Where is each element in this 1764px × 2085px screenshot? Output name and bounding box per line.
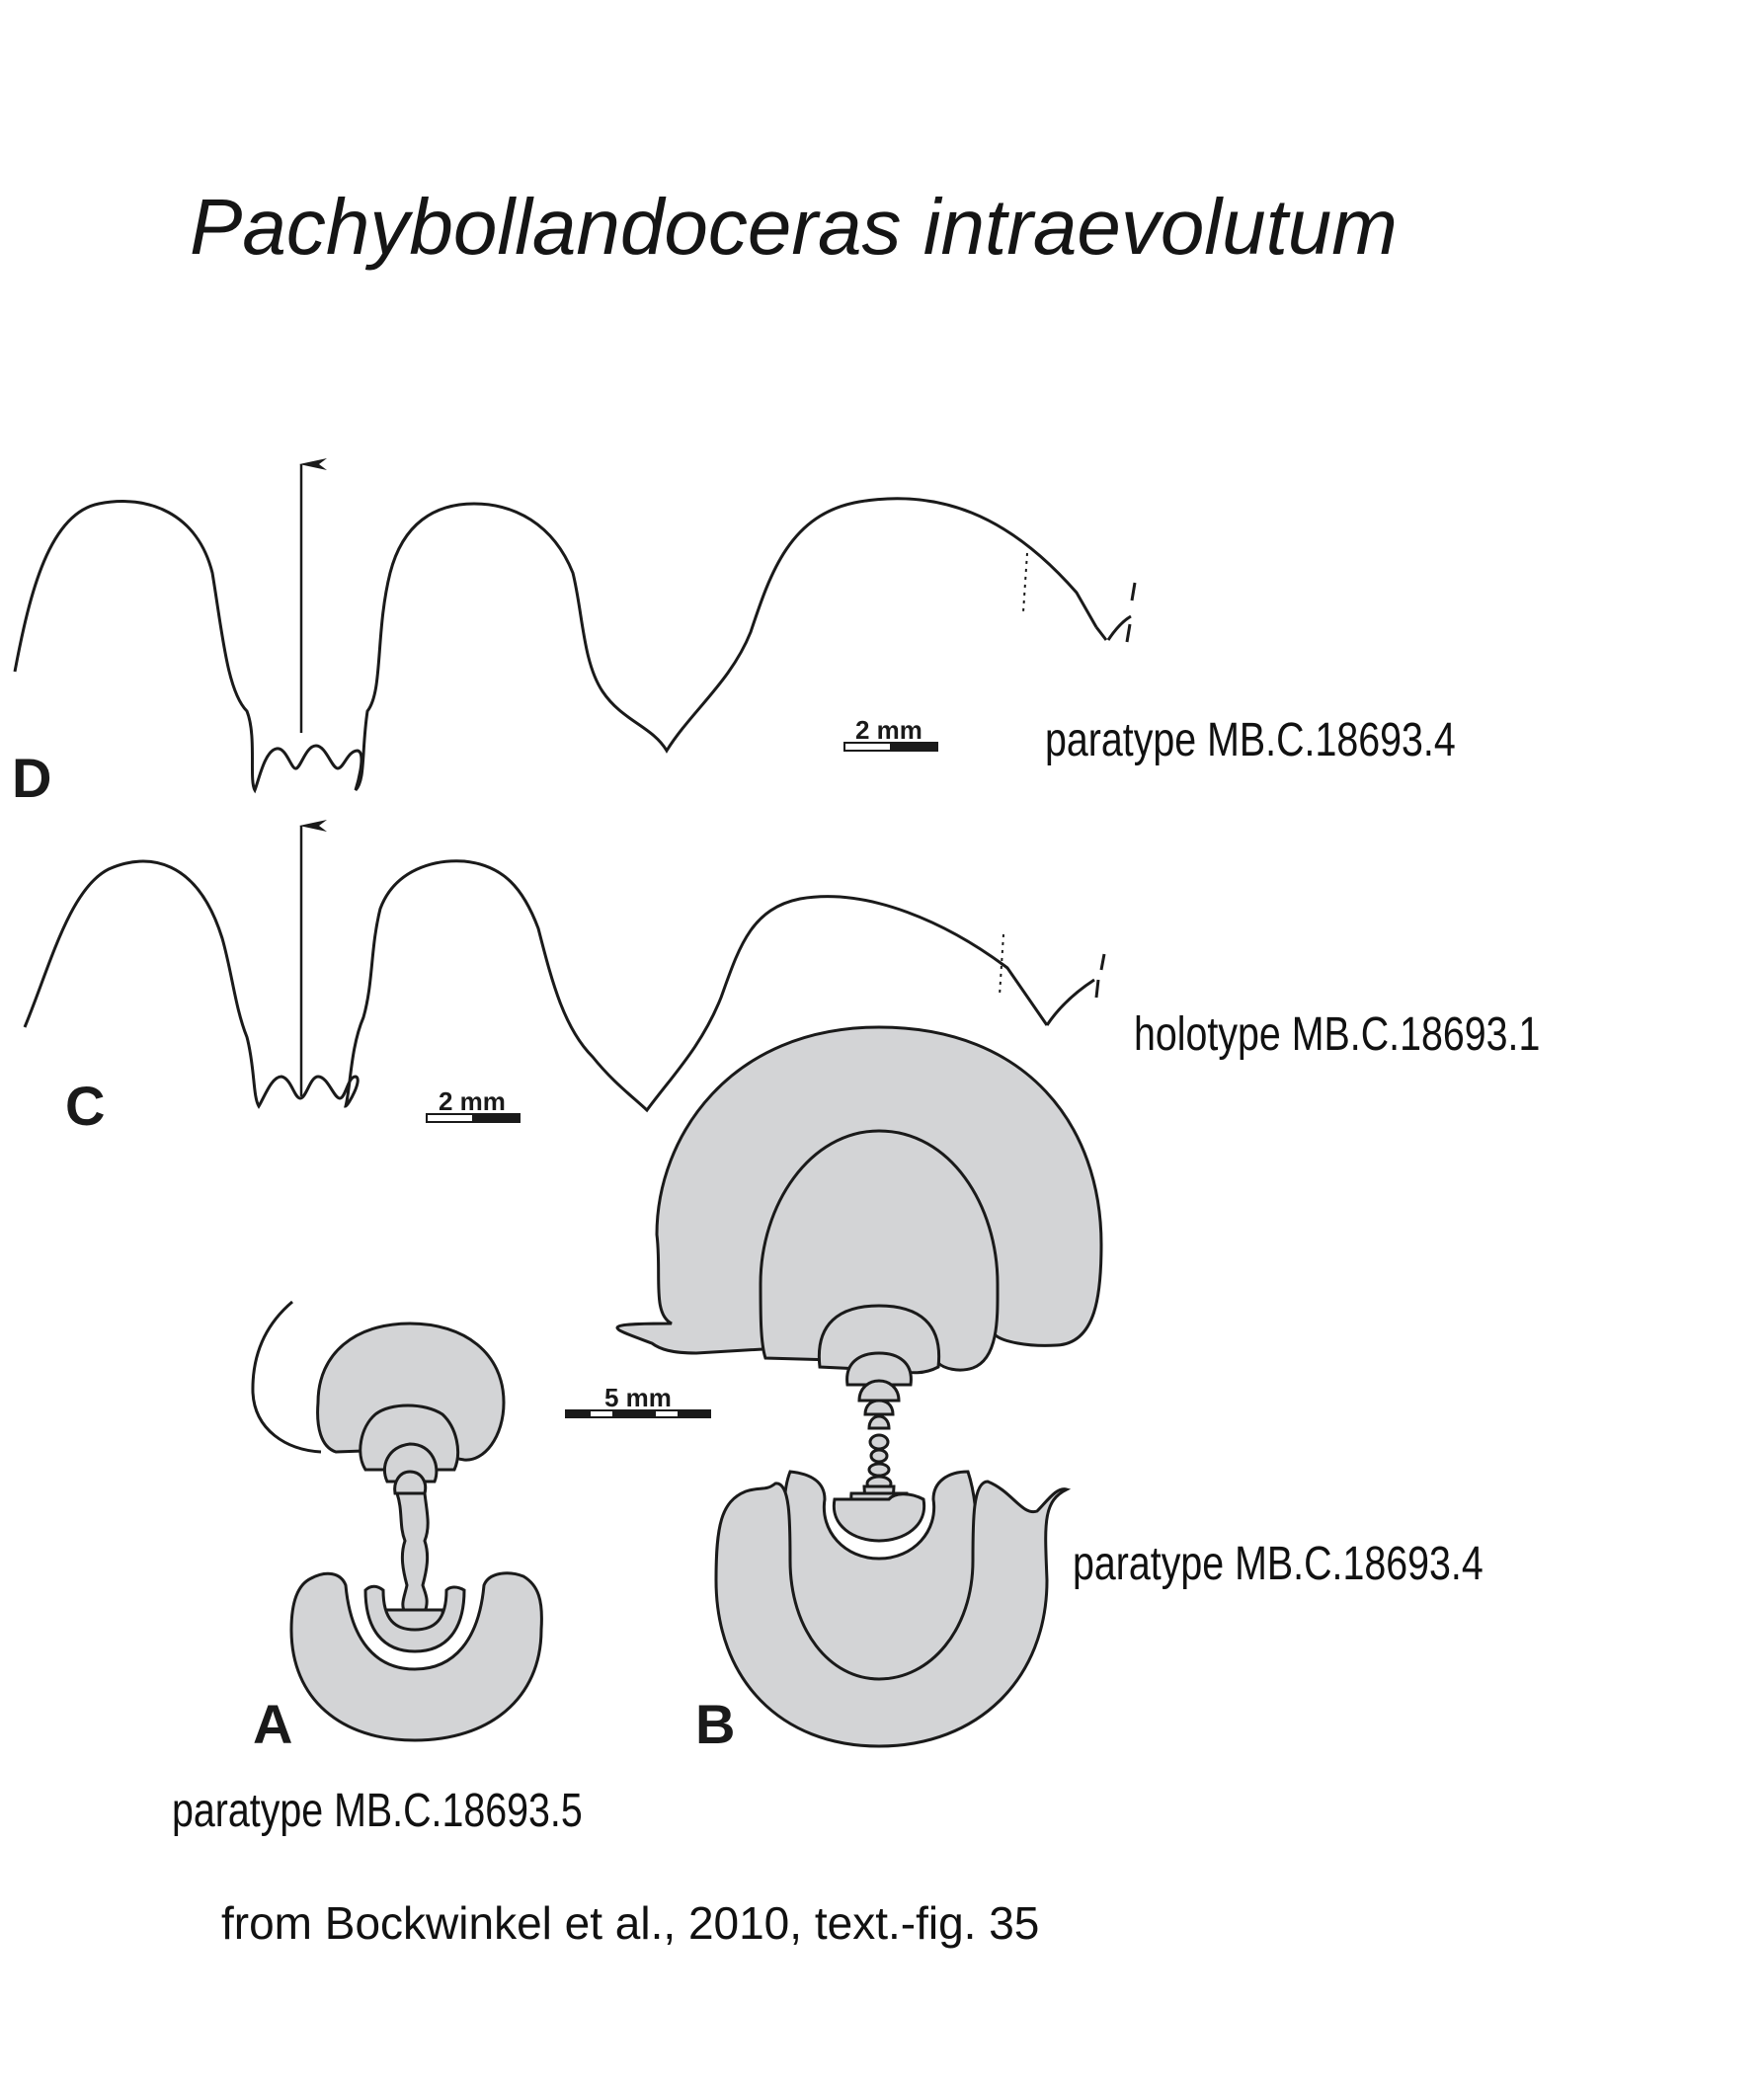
specimen-label-b: paratype MB.C.18693.4 bbox=[1073, 1538, 1483, 1590]
source-citation: from Bockwinkel et al., 2010, text.-fig.… bbox=[221, 1897, 1040, 1949]
specimen-label-c: holotype MB.C.18693.1 bbox=[1134, 1008, 1541, 1061]
cross-section-a bbox=[289, 1322, 543, 1742]
scale-label-d: 2 mm bbox=[855, 715, 922, 745]
figure-title: Pachybollandoceras intraevolutum bbox=[190, 183, 1398, 271]
scale-bar-ab bbox=[565, 1409, 711, 1418]
scale-label-ab: 5 mm bbox=[604, 1383, 672, 1412]
cross-section-b bbox=[615, 1025, 1103, 1748]
panel-letter-d: D bbox=[12, 747, 52, 809]
scale-bar-d bbox=[843, 742, 938, 752]
outer-whorl-curve-a bbox=[251, 1300, 322, 1454]
panel-letter-c: C bbox=[65, 1075, 106, 1137]
suture-line-c bbox=[23, 859, 1106, 1113]
panel-letter-b: B bbox=[695, 1693, 736, 1755]
specimen-label-a: paratype MB.C.18693.5 bbox=[172, 1785, 583, 1837]
scale-label-c: 2 mm bbox=[439, 1086, 506, 1116]
specimen-label-d: paratype MB.C.18693.4 bbox=[1045, 714, 1456, 766]
suture-line-d bbox=[13, 497, 1137, 794]
scale-bar-c bbox=[426, 1113, 521, 1123]
panel-letter-a: A bbox=[253, 1693, 293, 1755]
